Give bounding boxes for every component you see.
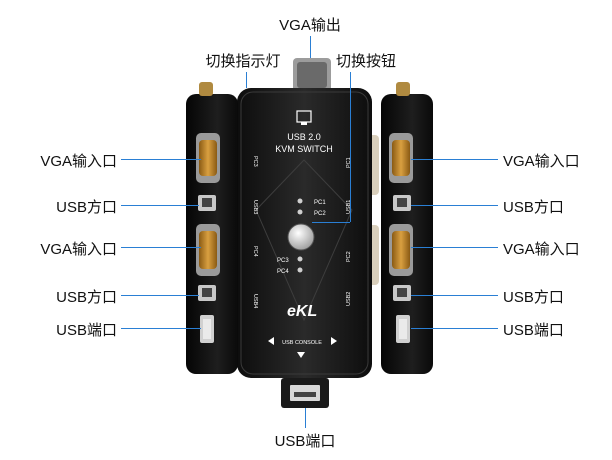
side-label-usb3: USB3 [252,200,258,214]
switch-indicator-label: 切换指示灯 [205,53,281,70]
left-side-panel [186,82,238,374]
right-line-4 [411,295,498,296]
kvm-main-unit [237,88,372,378]
right-callout-usb-b-1: USB方口 [503,199,564,216]
left-callout-vga-in-1: VGA输入口 [40,153,117,170]
right-line-1 [411,159,498,160]
right-callout-vga-in-2: VGA输入口 [503,241,580,258]
vga-output-label: VGA输出 [279,17,341,34]
indicator-line [246,72,247,88]
right-arrow-icon [331,337,337,345]
right-side-panel [381,82,433,374]
led-label-pc2: PC2 [314,211,326,217]
switch-button[interactable] [287,223,315,251]
left-callout-usb-b-2: USB方口 [56,289,117,306]
right-callout-usb-b-2: USB方口 [503,289,564,306]
led-label-pc4: PC4 [277,269,289,275]
down-arrow-icon [297,352,305,358]
left-callout-usb-a: USB端口 [56,322,117,339]
brand-logo: eKL [287,303,317,320]
bottom-usb-port [281,378,329,408]
led-pc1 [297,198,303,204]
model-line2: KVM SWITCH [275,144,333,154]
console-label: USB CONSOLE [282,340,322,346]
button-line-horizontal [312,222,350,223]
switch-button-label: 切换按钮 [335,53,397,70]
side-label-pc1: PC1 [346,157,352,168]
vga-output-connector [293,58,331,94]
side-label-usb4: USB4 [252,294,258,308]
vga-output-line [310,36,311,58]
led-label-pc3: PC3 [277,258,289,264]
model-line1: USB 2.0 [287,132,321,142]
right-callout-vga-in-1: VGA输入口 [503,153,580,170]
led-pc2 [297,209,303,215]
led-pc3 [297,256,303,262]
side-label-pc2: PC2 [346,251,352,262]
left-callout-usb-b-1: USB方口 [56,199,117,216]
right-line-5 [411,328,498,329]
side-label-pc3: PC3 [252,156,258,167]
left-arrow-icon [268,337,274,345]
bottom-usb-line [305,408,306,428]
side-label-usb1: USB1 [346,200,352,214]
led-label-pc1: PC1 [314,200,326,206]
button-line-vertical [350,72,351,222]
right-line-3 [411,247,498,248]
side-label-pc4: PC4 [252,246,258,257]
left-line-1 [121,159,201,160]
right-callout-usb-a: USB端口 [503,322,564,339]
left-callout-vga-in-2: VGA输入口 [40,241,117,258]
side-label-usb2: USB2 [346,292,352,306]
left-line-3 [121,247,201,248]
left-line-4 [121,295,199,296]
right-line-2 [411,205,498,206]
left-line-5 [121,328,201,329]
led-pc4 [297,267,303,273]
left-line-2 [121,205,199,206]
bottom-usb-label: USB端口 [274,433,336,450]
